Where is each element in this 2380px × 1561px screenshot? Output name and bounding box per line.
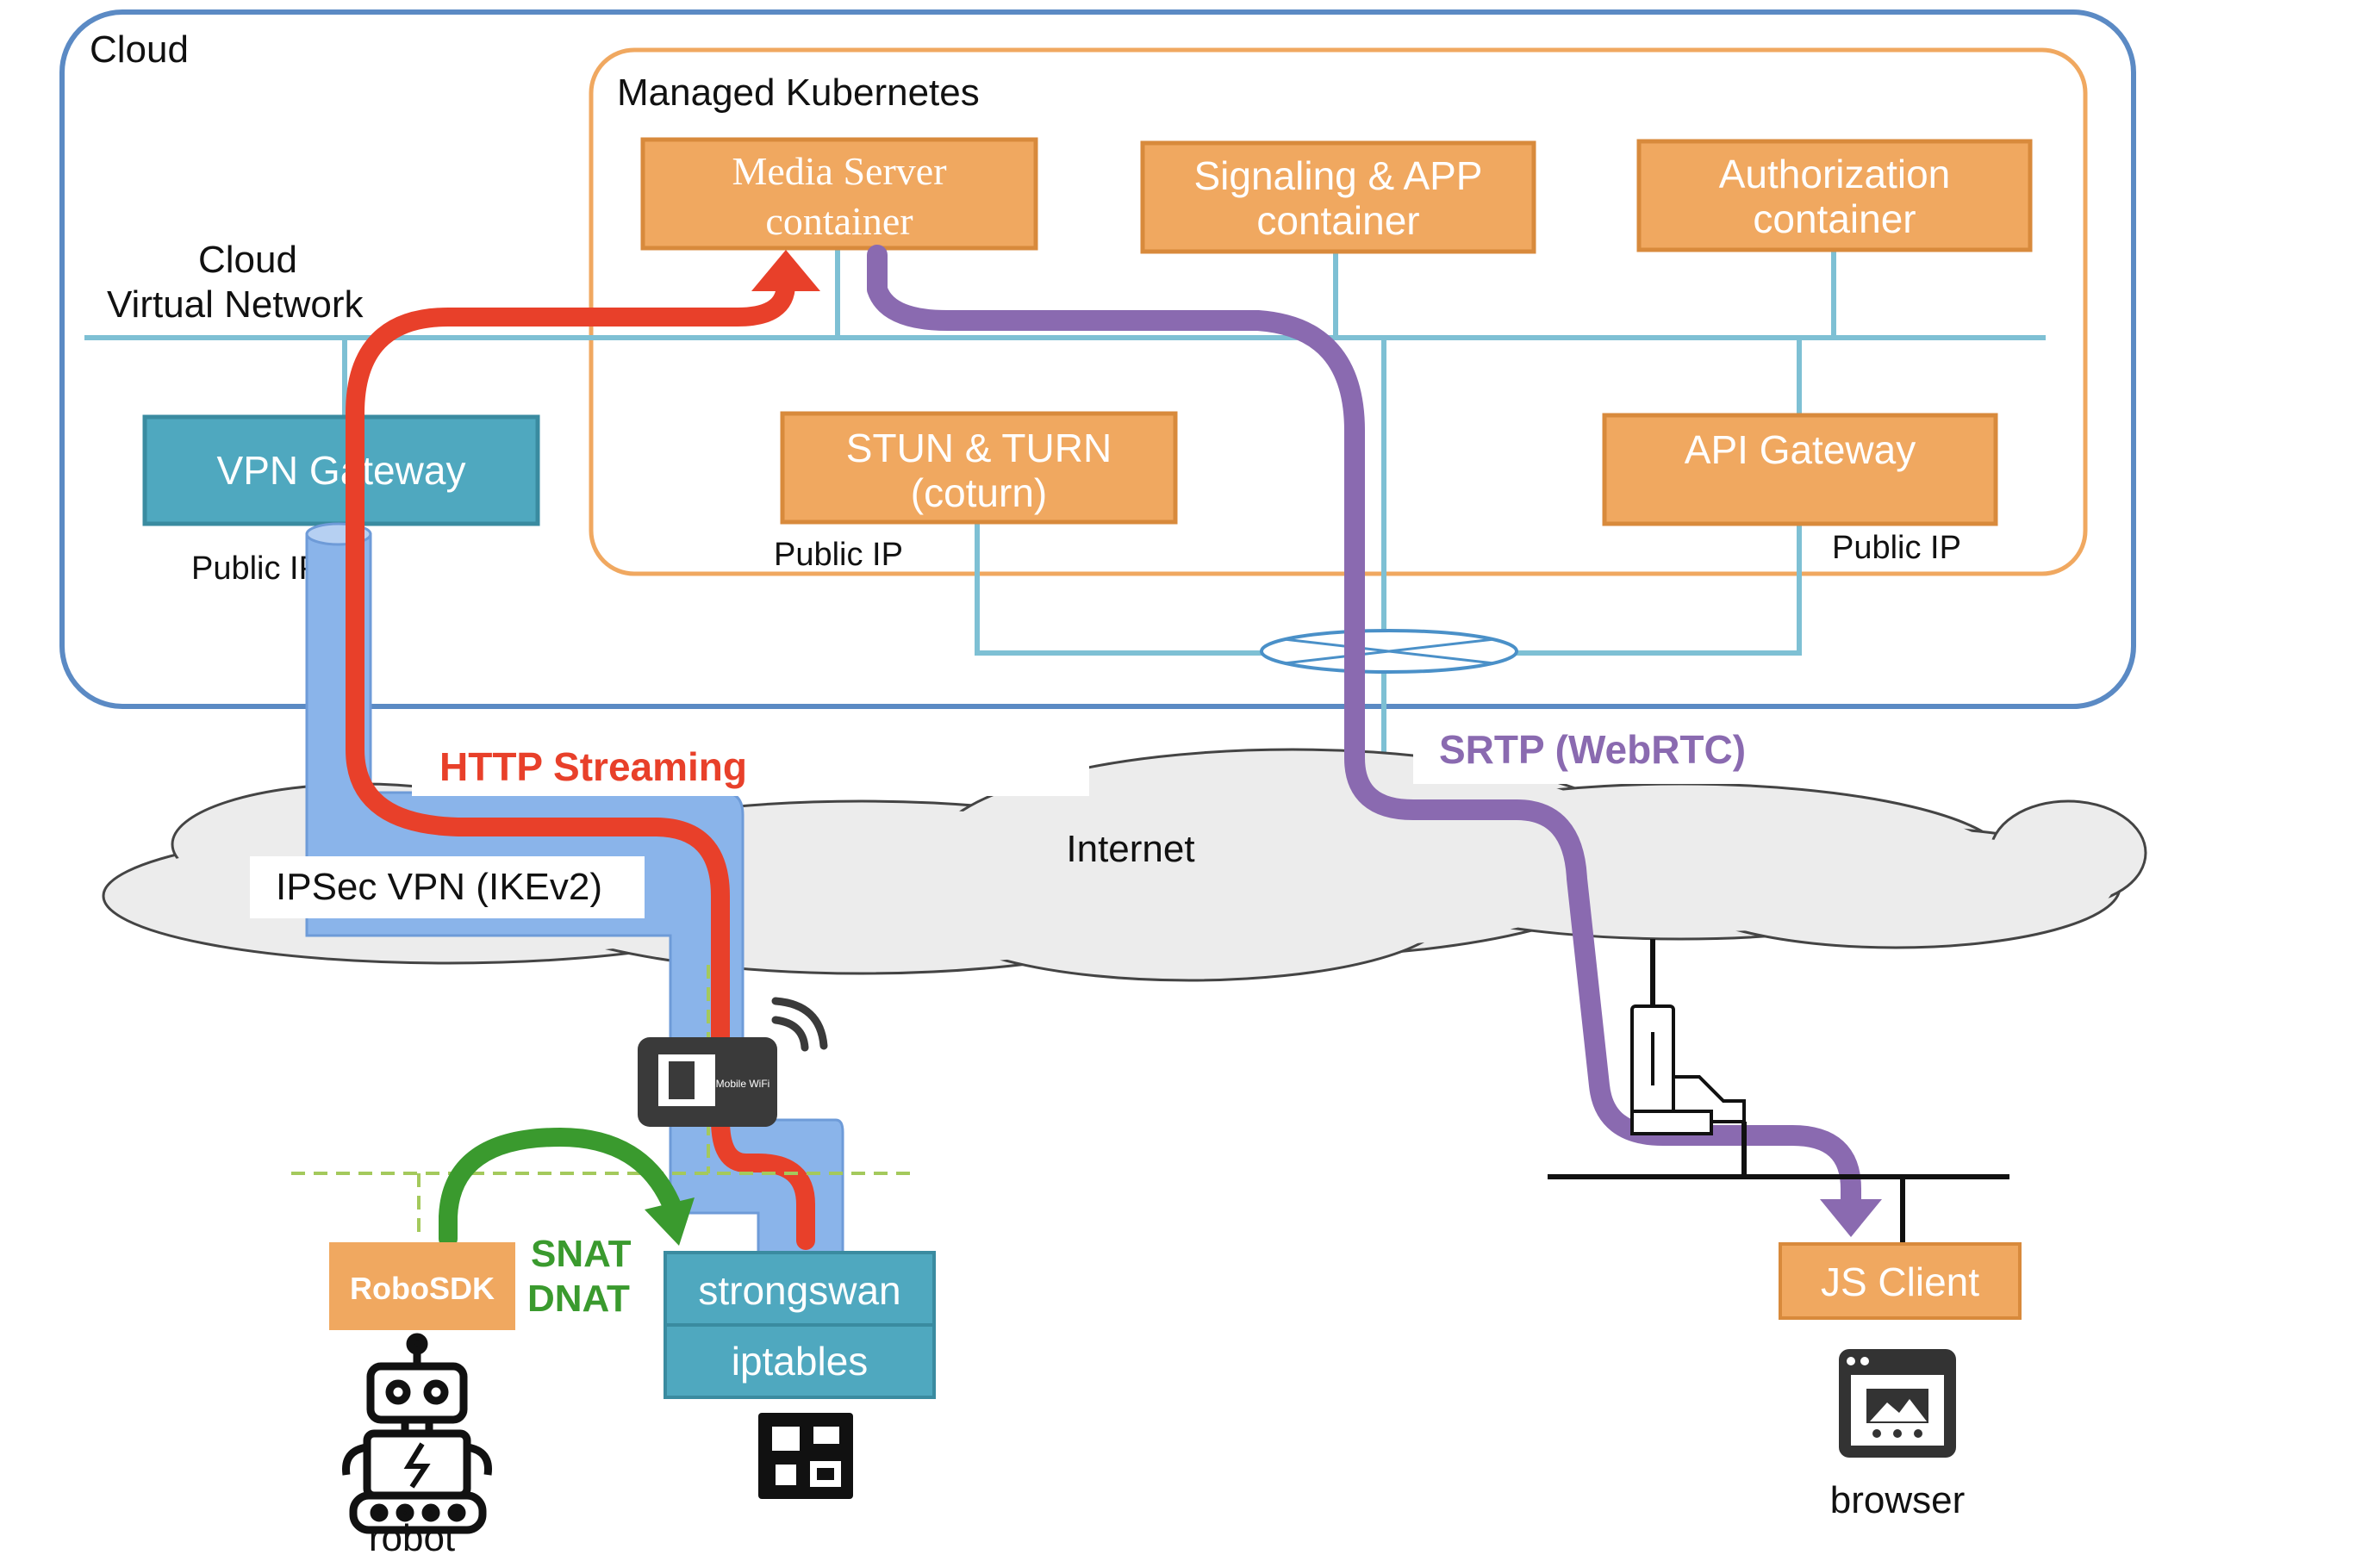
media-server-line2: container: [765, 199, 913, 243]
srtp-label: SRTP (WebRTC): [1439, 727, 1746, 772]
cloud-boundary: [59, 9, 2136, 709]
http-flow-path: [346, 275, 815, 1250]
strongswan-label: strongswan: [698, 1268, 900, 1313]
client-network-lines: [1548, 939, 2009, 1244]
signaling-line1: Signaling & APP: [1193, 153, 1482, 198]
internet-label: Internet: [1066, 828, 1194, 870]
snat-dnat-arrow: [439, 1127, 682, 1248]
browser-icon: [1839, 1349, 1956, 1458]
network-label-line2: Virtual Network: [107, 283, 364, 326]
mobile-wifi-text: Mobile WiFi: [716, 1078, 770, 1090]
http-streaming-label: HTTP Streaming: [439, 744, 747, 789]
stun-turn-line1: STUN & TURN: [846, 426, 1112, 470]
public-ip-vpn: Public IP: [191, 550, 321, 587]
iptables-label: iptables: [732, 1339, 869, 1384]
media-server-line1: Media Server: [732, 149, 946, 193]
public-ip-api: Public IP: [1832, 530, 1961, 566]
robosdk-box: RoboSDK: [329, 1242, 515, 1330]
iptables-box: iptables: [664, 1323, 936, 1399]
http-arrowhead: [751, 250, 820, 291]
robosdk-label: RoboSDK: [350, 1271, 495, 1306]
stun-turn-container: STUN & TURN (coturn): [780, 411, 1178, 525]
dnat-label: DNAT: [527, 1278, 630, 1320]
signaling-line2: container: [1256, 198, 1419, 243]
strongswan-box: strongswan: [664, 1251, 936, 1327]
modem-icon: [1630, 1004, 1746, 1135]
raspberry-board-icon: [758, 1413, 853, 1499]
robot-icon: [342, 1333, 492, 1534]
js-client-label: JS Client: [1821, 1259, 1979, 1304]
media-server-container: Media Server container: [640, 137, 1038, 251]
authorization-container: Authorization container: [1636, 139, 2033, 252]
stun-turn-line2: (coturn): [911, 470, 1047, 515]
vpn-gateway: VPN Gateway: [142, 414, 540, 526]
router-hub-cross: [1283, 637, 1495, 665]
http-label-bg: [412, 739, 1089, 796]
snat-label: SNAT: [531, 1233, 632, 1275]
ipsec-label-bg: [250, 856, 645, 918]
api-gateway-container: API Gateway: [1602, 413, 1998, 526]
network-label-line1: Cloud: [198, 239, 297, 281]
signaling-container: Signaling & APP container: [1140, 140, 1536, 254]
srtp-arrowhead: [1820, 1199, 1882, 1237]
public-ip-stun: Public IP: [774, 537, 903, 573]
js-client-box: JS Client: [1779, 1242, 2022, 1320]
mobile-wifi-icon: Mobile WiFi: [638, 997, 828, 1127]
cloud-label: Cloud: [90, 28, 189, 71]
srtp-label-bg: [1413, 720, 1780, 784]
kubernetes-label: Managed Kubernetes: [617, 72, 980, 114]
robot-label: robot: [369, 1517, 455, 1559]
robot-local-network: [291, 965, 919, 1241]
authorization-line2: container: [1753, 196, 1916, 241]
api-gateway-label: API Gateway: [1685, 427, 1916, 472]
ipsec-label: IPSec VPN (IKEv2): [276, 866, 602, 908]
authorization-line1: Authorization: [1719, 152, 1951, 196]
browser-label: browser: [1830, 1479, 1966, 1521]
snat-dnat-arrowhead: [645, 1197, 695, 1246]
vpn-gateway-label: VPN Gateway: [217, 448, 466, 493]
